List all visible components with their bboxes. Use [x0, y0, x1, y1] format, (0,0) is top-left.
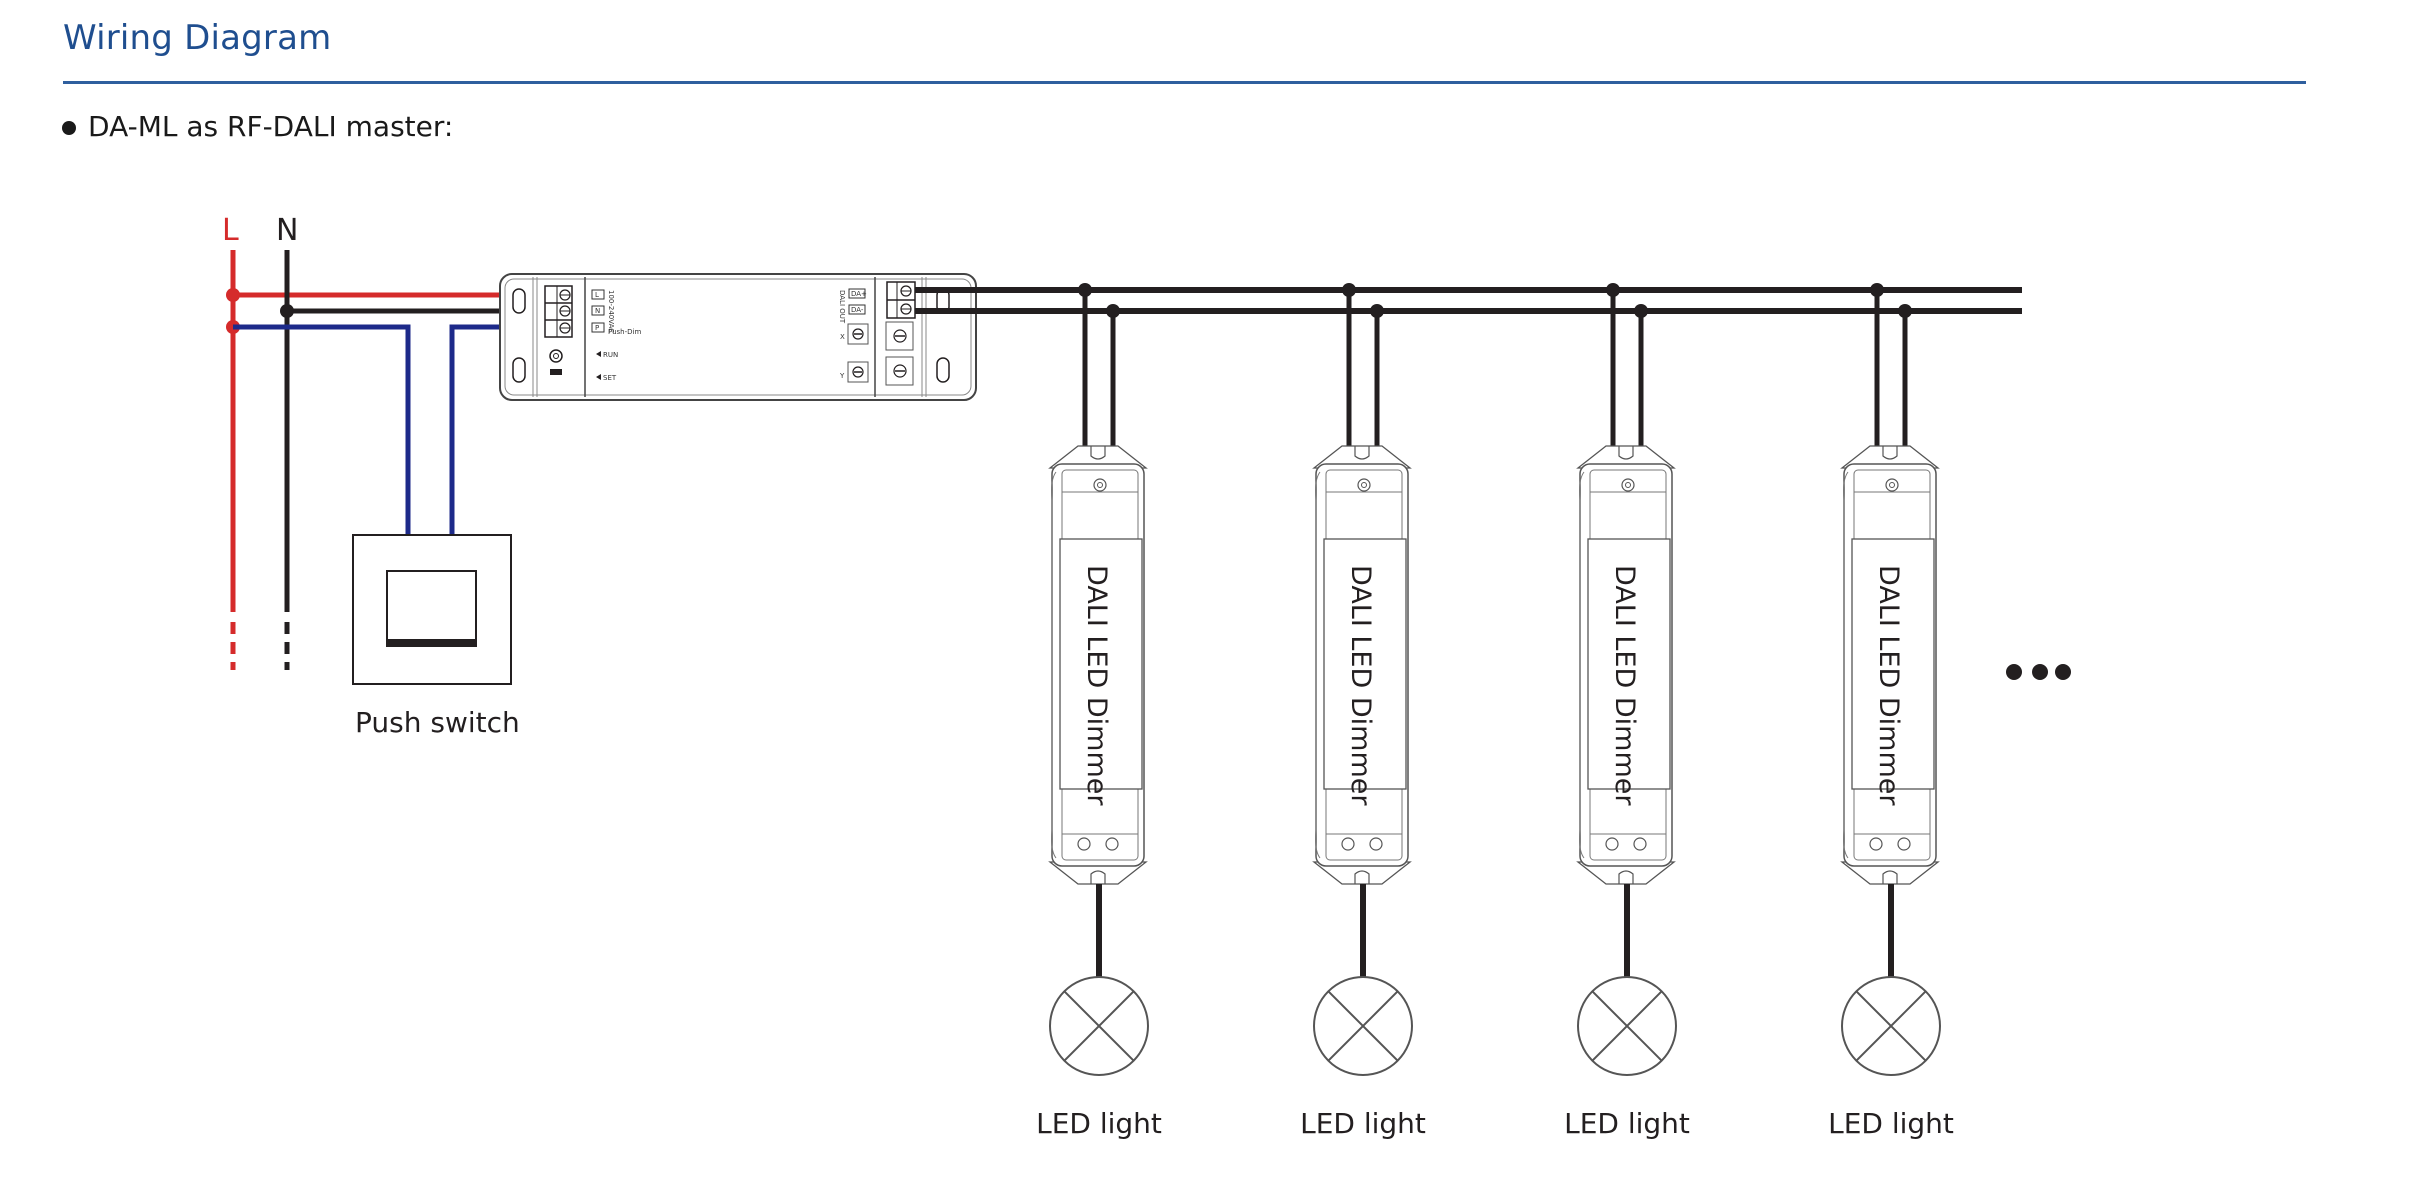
junction-dot — [1342, 283, 1356, 297]
terminal-p-label: P — [595, 324, 599, 332]
screw-icon — [1093, 478, 1107, 492]
da-ml-master-device[interactable]: L N P 100-240VAC Push-Dim RUN SET DALI O… — [499, 273, 977, 401]
section-heading-text: DA-ML as RF-DALI master: — [88, 110, 454, 143]
led-light-label: LED light — [1036, 1107, 1162, 1140]
screw-icon — [1341, 837, 1355, 851]
terminal-n-label: N — [595, 307, 600, 315]
bullet-icon — [62, 120, 76, 135]
da-plus-label: DA+ — [851, 290, 867, 298]
junction-dot — [1606, 283, 1620, 297]
led-light-label: LED light — [1828, 1107, 1954, 1140]
more-devices-ellipsis-icon — [2006, 664, 2071, 680]
live-label: L — [222, 213, 239, 248]
led-light-icon — [1841, 976, 1941, 1076]
rotary-dial-x-right[interactable] — [885, 321, 914, 351]
dimmer-label: DALI LED Dimmer — [1345, 565, 1376, 806]
led-light-icon — [1313, 976, 1413, 1076]
led-light-icon — [1577, 976, 1677, 1076]
dali-out-label: DALI OUT — [838, 290, 846, 324]
dimmer-label: DALI LED Dimmer — [1873, 565, 1904, 806]
dimmer-label-sleeve — [1851, 538, 1935, 790]
screw-icon — [1077, 837, 1091, 851]
push-switch-label: Push switch — [355, 706, 520, 739]
junction-dot — [1078, 283, 1092, 297]
dimmer-label-sleeve — [1059, 538, 1143, 790]
dimmer-label: DALI LED Dimmer — [1081, 565, 1112, 806]
junction-dot — [1634, 304, 1648, 318]
junction-dot — [1106, 304, 1120, 318]
led-light-label: LED light — [1564, 1107, 1690, 1140]
screw-icon — [1869, 837, 1883, 851]
rotary-dial-y-right[interactable] — [885, 356, 914, 386]
dali-bus — [915, 287, 2022, 314]
rotary-dial-x[interactable] — [847, 323, 869, 345]
set-arrow-icon — [596, 374, 601, 380]
screw-icon — [1105, 837, 1119, 851]
run-label: RUN — [603, 351, 618, 359]
screw-icon — [1885, 478, 1899, 492]
screw-icon — [1605, 837, 1619, 851]
junction-dot — [1898, 304, 1912, 318]
terminal-l-label: L — [595, 291, 599, 299]
screw-icon — [1369, 837, 1383, 851]
led-light-icon — [1049, 976, 1149, 1076]
junction-dot — [1370, 304, 1384, 318]
screw-icon — [1633, 837, 1647, 851]
led-light-label: LED light — [1300, 1107, 1426, 1140]
section-heading: DA-ML as RF-DALI master: — [62, 110, 453, 143]
neutral-label: N — [276, 213, 298, 248]
screw-icon — [1357, 478, 1371, 492]
da-minus-label: DA- — [851, 306, 864, 314]
run-arrow-icon — [596, 351, 601, 357]
junction-dot — [1870, 283, 1884, 297]
rotary-dial-y[interactable] — [847, 361, 869, 383]
set-label: SET — [603, 374, 617, 382]
dial-x-label: X — [840, 333, 845, 341]
dial-y-label: Y — [839, 372, 845, 380]
dimmer-label: DALI LED Dimmer — [1609, 565, 1640, 806]
screw-icon — [1621, 478, 1635, 492]
push-switch[interactable] — [352, 534, 512, 685]
push-dim-label: Push-Dim — [608, 328, 641, 336]
dimmer-label-sleeve — [1587, 538, 1671, 790]
screw-icon — [1897, 837, 1911, 851]
page-title: Wiring Diagram — [63, 18, 332, 58]
input-rating-label: 100-240VAC — [607, 290, 615, 333]
dimmer-label-sleeve — [1323, 538, 1407, 790]
title-divider — [63, 81, 2306, 84]
